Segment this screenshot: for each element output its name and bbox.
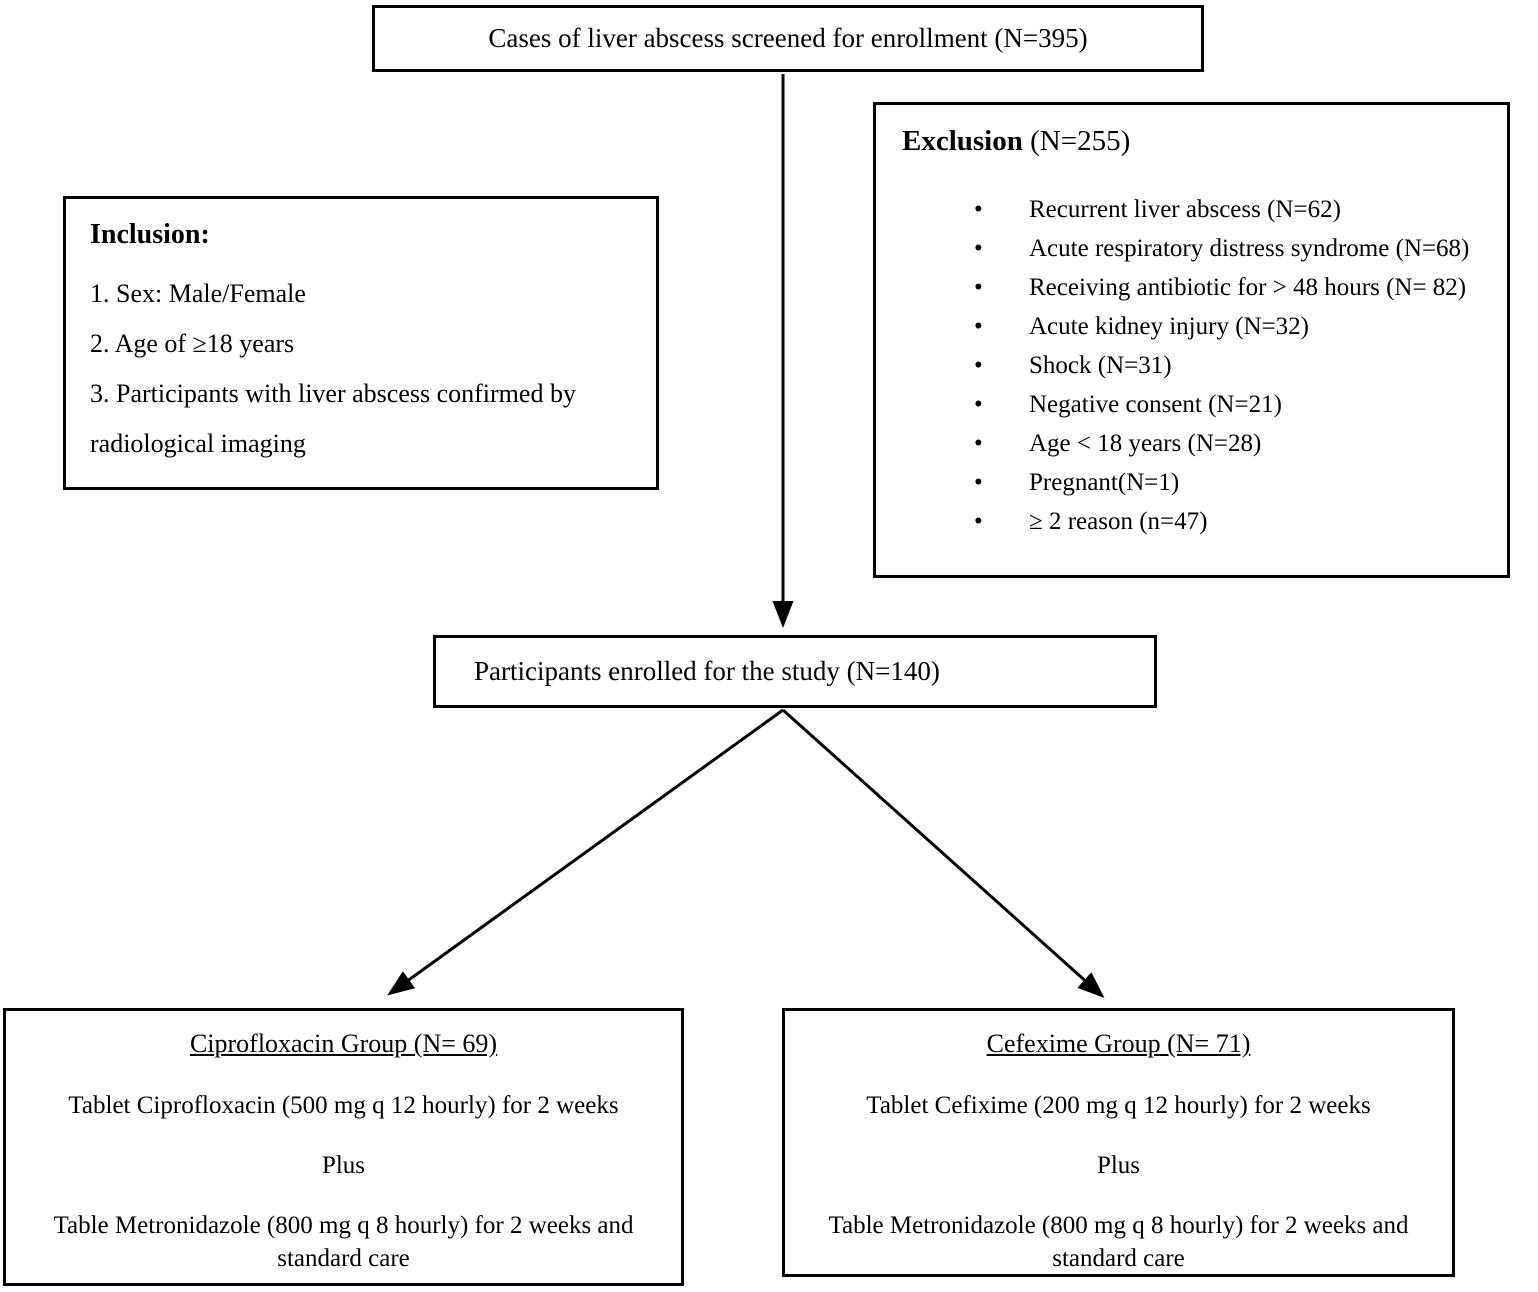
exclusion-item-text: ≥ 2 reason (n=47) <box>1029 508 1208 535</box>
inclusion-item: 3. Participants with liver abscess confi… <box>90 379 576 458</box>
enrolled-box-text: Participants enrolled for the study (N=1… <box>474 656 940 686</box>
bullet-icon: • <box>974 508 983 535</box>
arrow-enrolled-to-ciprofloxacin <box>387 708 784 996</box>
exclusion-item-text: Age < 18 years (N=28) <box>1029 430 1262 457</box>
exclusion-item-text: Recurrent liver abscess (N=62) <box>1029 196 1341 223</box>
cefixime-regimen: Tablet Cefixime (200 mg q 12 hourly) for… <box>866 1092 1371 1119</box>
arrow-enrolled-to-cefixime <box>781 708 1105 999</box>
exclusion-item: • Shock (N=31) <box>902 346 1481 385</box>
bullet-icon: • <box>974 352 983 379</box>
plus-label: Plus <box>321 1152 366 1179</box>
bullet-icon: • <box>974 274 983 301</box>
metronidazole-regimen: Table Metronidazole (800 mg q 8 hourly) … <box>828 1212 1409 1272</box>
exclusion-item-text: Negative consent (N=21) <box>1029 391 1282 418</box>
exclusion-item: • Age < 18 years (N=28) <box>902 424 1481 463</box>
inclusion-box: Inclusion: 1. Sex: Male/Female 2. Age of… <box>63 196 659 490</box>
bullet-icon: • <box>974 196 983 223</box>
enrolled-box: Participants enrolled for the study (N=1… <box>433 635 1157 708</box>
screened-box: Cases of liver abscess screened for enro… <box>372 5 1204 72</box>
exclusion-title-count: (N=255) <box>1022 125 1131 157</box>
exclusion-item-text: Receiving antibiotic for > 48 hours (N= … <box>1029 274 1467 301</box>
bullet-icon: • <box>974 391 983 418</box>
bullet-icon: • <box>974 430 983 457</box>
exclusion-item: • Acute kidney injury (N=32) <box>902 307 1481 346</box>
inclusion-item: 2. Age of ≥18 years <box>90 329 295 358</box>
exclusion-title-bold: Exclusion <box>902 125 1023 157</box>
bullet-icon: • <box>974 313 983 340</box>
exclusion-item-text: Pregnant(N=1) <box>1029 469 1180 496</box>
exclusion-item: • Pregnant(N=1) <box>902 463 1481 502</box>
exclusion-item-text: Acute respiratory distress syndrome (N=6… <box>1029 235 1470 262</box>
inclusion-title: Inclusion: <box>90 219 210 250</box>
cefixime-group-title: Cefexime Group (N= 71) <box>986 1029 1251 1058</box>
exclusion-box: Exclusion (N=255) • Recurrent liver absc… <box>873 102 1510 578</box>
exclusion-item: • Acute respiratory distress syndrome (N… <box>902 229 1481 268</box>
bullet-icon: • <box>974 235 983 262</box>
ciprofloxacin-regimen: Tablet Ciprofloxacin (500 mg q 12 hourly… <box>68 1092 619 1119</box>
plus-label: Plus <box>1096 1152 1141 1179</box>
bullet-icon: • <box>974 469 983 496</box>
cefixime-group-box: Cefexime Group (N= 71) Tablet Cefixime (… <box>782 1008 1455 1277</box>
exclusion-item: • Recurrent liver abscess (N=62) <box>902 190 1481 229</box>
exclusion-item-text: Shock (N=31) <box>1029 352 1172 379</box>
exclusion-item: • Receiving antibiotic for > 48 hours (N… <box>902 268 1481 307</box>
exclusion-item-text: Acute kidney injury (N=32) <box>1029 313 1310 340</box>
exclusion-item: • ≥ 2 reason (n=47) <box>902 502 1481 541</box>
metronidazole-regimen: Table Metronidazole (800 mg q 8 hourly) … <box>53 1212 634 1272</box>
exclusion-title: Exclusion (N=255) <box>902 125 1481 158</box>
exclusion-item: • Negative consent (N=21) <box>902 385 1481 424</box>
ciprofloxacin-group-box: Ciprofloxacin Group (N= 69) Tablet Cipro… <box>3 1008 684 1286</box>
screened-box-text: Cases of liver abscess screened for enro… <box>488 23 1088 53</box>
ciprofloxacin-group-title: Ciprofloxacin Group (N= 69) <box>189 1029 498 1058</box>
inclusion-item: 1. Sex: Male/Female <box>90 279 306 308</box>
